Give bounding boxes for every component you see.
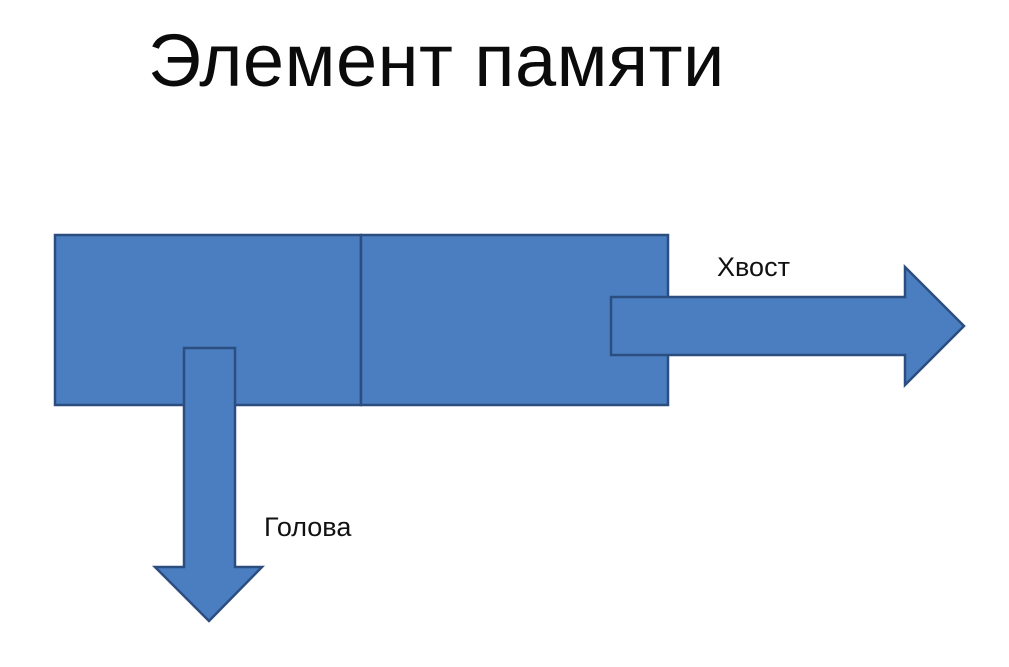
tail-label: Хвост	[717, 252, 790, 282]
head-arrow	[151, 346, 265, 623]
slide-title: Элемент памяти	[148, 19, 725, 102]
head-label: Голова	[264, 512, 352, 542]
tail-arrow	[609, 263, 966, 389]
